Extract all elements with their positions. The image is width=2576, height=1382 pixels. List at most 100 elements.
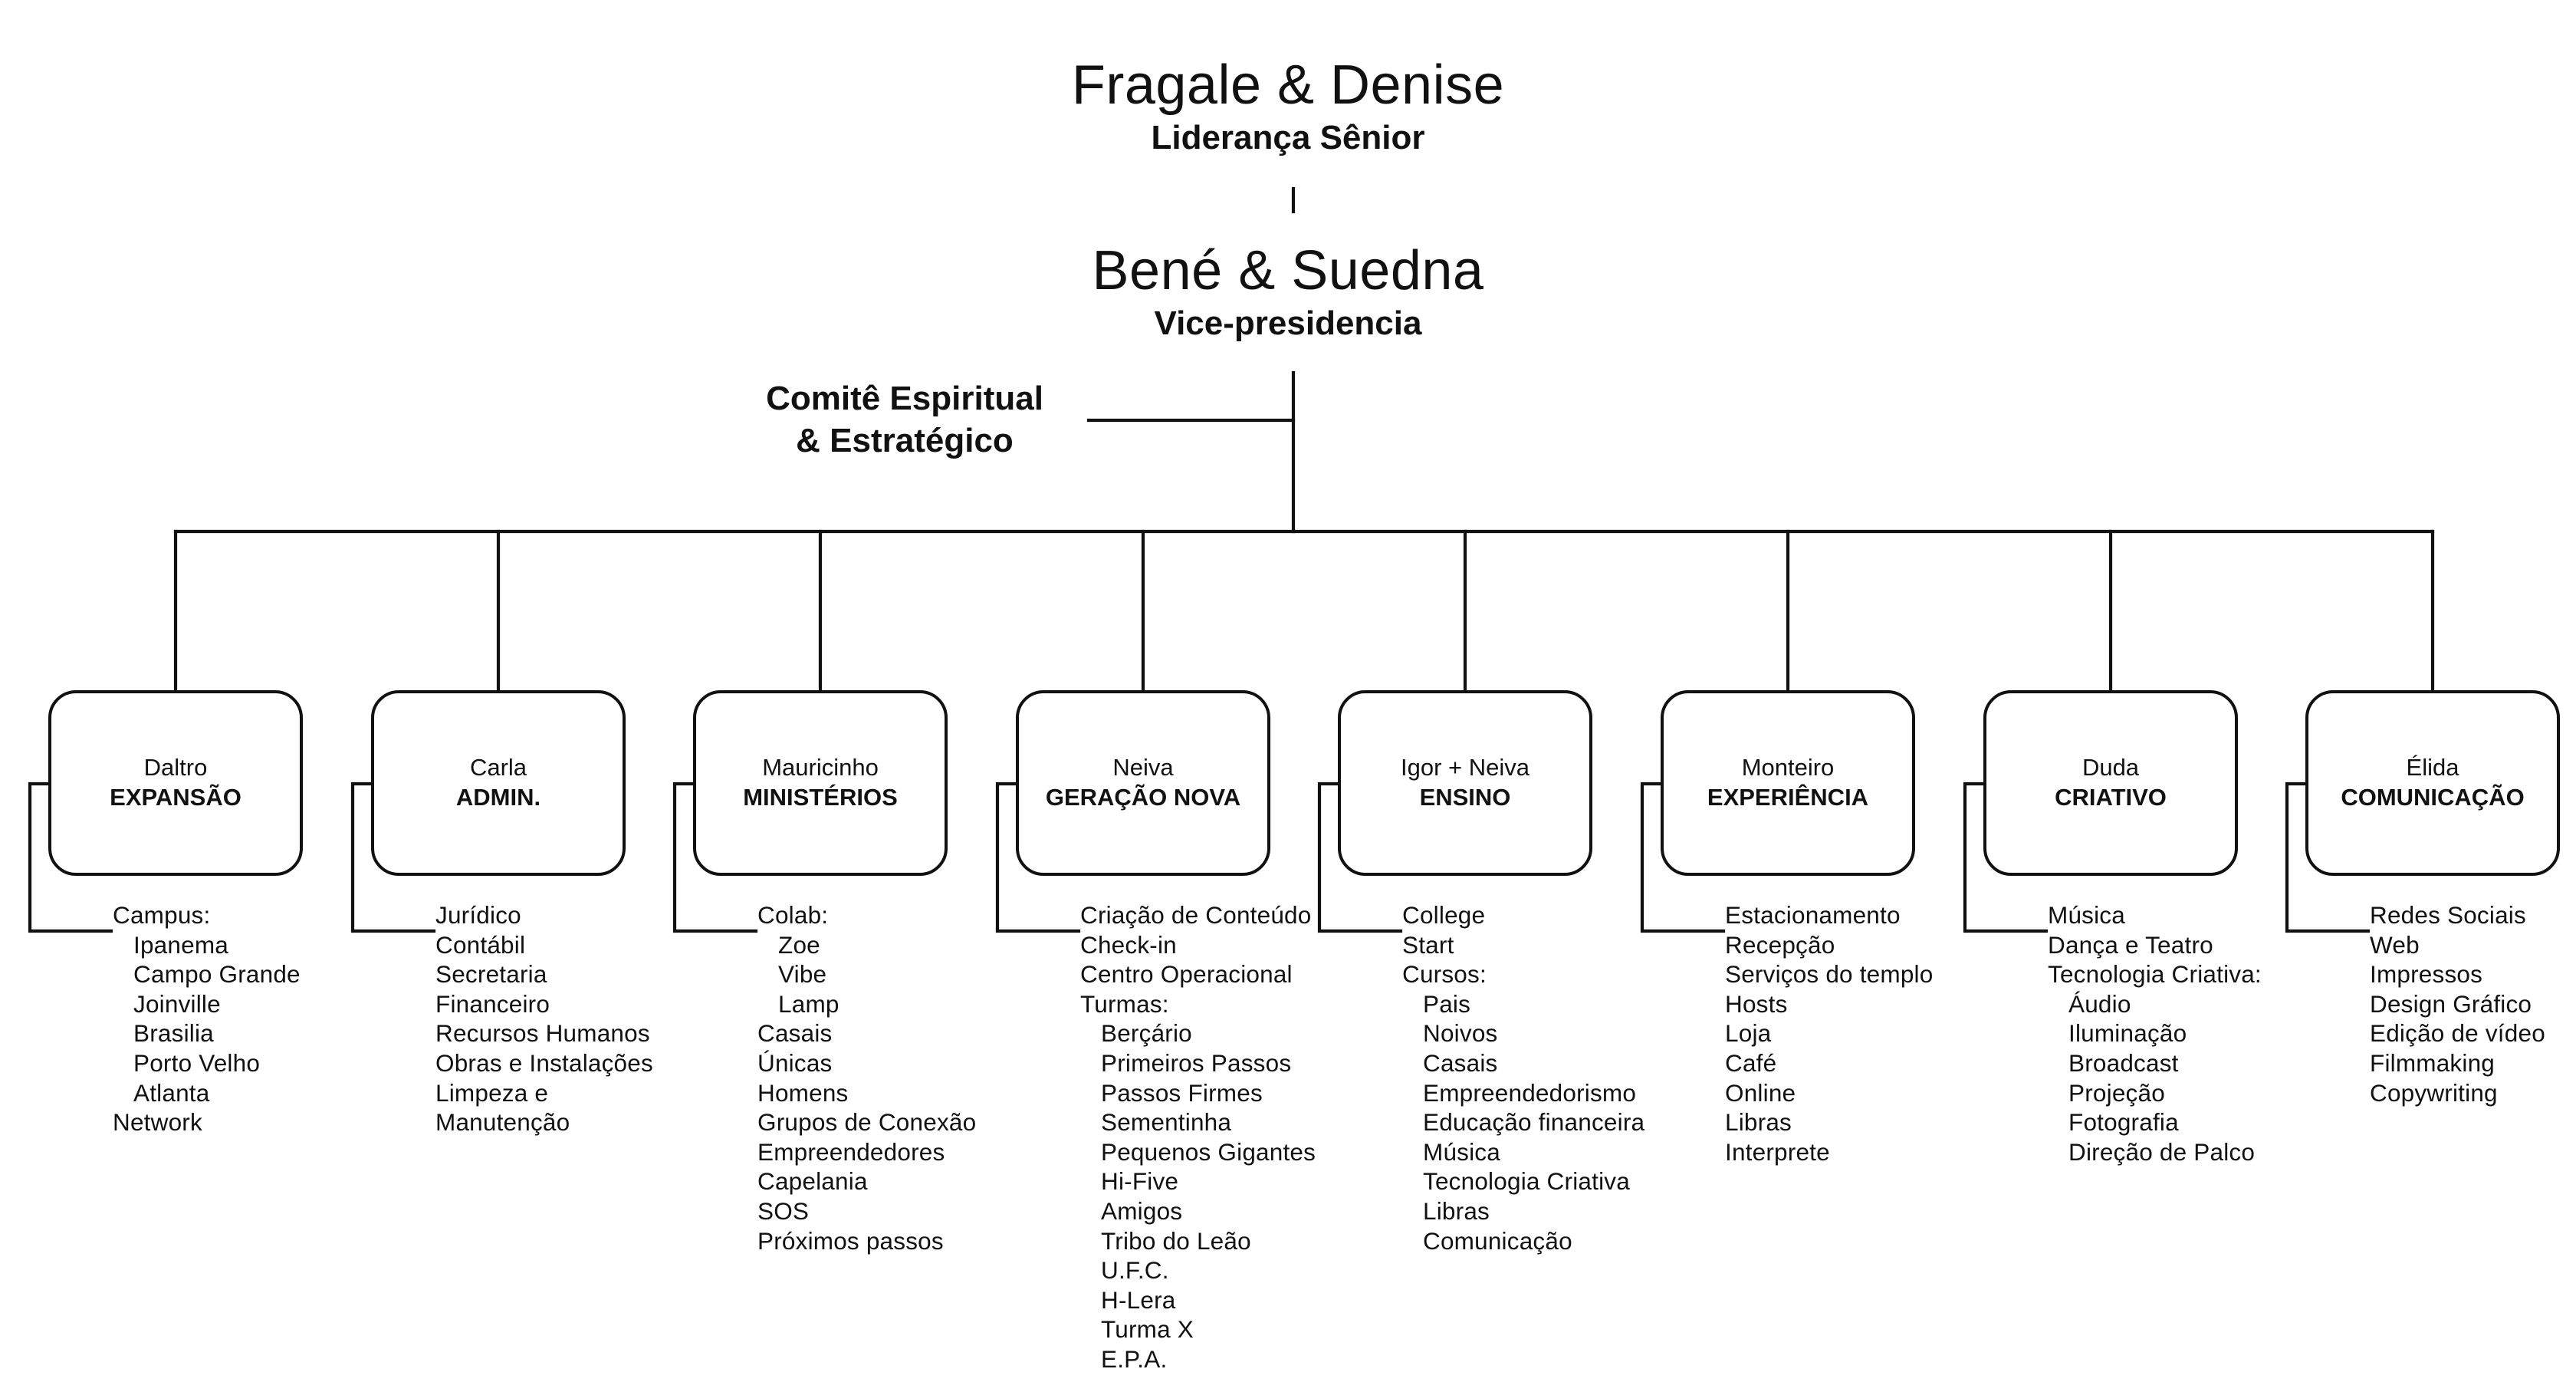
department-subitem: Noivos: [1423, 1019, 1498, 1048]
department-subitem: Tribo do Leão: [1101, 1226, 1251, 1255]
department-subitem: Berçário: [1101, 1019, 1192, 1048]
department-subitem: Brasilia: [133, 1019, 214, 1048]
connector-bracket-0: [28, 781, 113, 933]
department-item: Serviços do templo: [1725, 960, 1934, 989]
department-leader: Mauricinho: [762, 754, 879, 781]
department-subitem: Libras: [1423, 1196, 1490, 1225]
department-item: Copywriting: [2370, 1078, 2498, 1107]
department-item: Únicas: [757, 1048, 833, 1077]
department-item: Casais: [757, 1019, 833, 1048]
department-item: Loja: [1725, 1019, 1772, 1048]
department-item: College: [1402, 901, 1486, 929]
department-item: Jurídico: [435, 901, 521, 929]
department-item: Edição de vídeo: [2370, 1019, 2545, 1048]
department-item: Secretaria: [435, 960, 547, 989]
connector-bracket-7: [2285, 781, 2371, 933]
department-subitem: Tecnologia Criativa: [1423, 1167, 1630, 1196]
department-subitem: Broadcast: [2068, 1048, 2179, 1077]
department-item: Limpeza e: [435, 1078, 549, 1107]
department-subitem: Lamp: [778, 989, 840, 1018]
department-item: Hosts: [1725, 989, 1788, 1018]
department-leader: Élida: [2406, 754, 2459, 781]
senior-leadership-name: Fragale & Denise: [1071, 54, 1505, 116]
connector-bracket-4: [1317, 781, 1403, 933]
department-item: Start: [1402, 930, 1454, 959]
department-subitem: Turma X: [1101, 1315, 1194, 1344]
department-subitem: Fotografia: [2068, 1108, 2179, 1137]
department-item: Café: [1725, 1048, 1777, 1077]
department-subitem: H-Lera: [1101, 1285, 1176, 1314]
department-item: Turmas:: [1080, 989, 1169, 1018]
department-leader: Igor + Neiva: [1400, 754, 1530, 781]
department-subitem: Iluminação: [2068, 1019, 2187, 1048]
department-item: Capelania: [757, 1167, 868, 1196]
department-item: Impressos: [2370, 960, 2483, 989]
department-item: Recepção: [1725, 930, 1835, 959]
department-item: Campus:: [113, 901, 211, 929]
department-name: COMUNICAÇÃO: [2341, 784, 2525, 811]
department-subitem: Pequenos Gigantes: [1101, 1137, 1316, 1166]
senior-leadership-node: Fragale & Denise Liderança Sênior: [905, 54, 1671, 158]
department-name: EXPANSÃO: [110, 784, 242, 811]
department-subitem: Amigos: [1101, 1196, 1183, 1225]
department-subitem: Vibe: [778, 960, 827, 989]
senior-leadership-role: Liderança Sênior: [1151, 119, 1425, 157]
department-item: Interprete: [1725, 1137, 1830, 1166]
department-subitem: Ipanema: [133, 930, 228, 959]
department-name: CRIATIVO: [2055, 784, 2167, 811]
connector-bracket-6: [1963, 781, 2049, 933]
department-name: EXPERIÊNCIA: [1707, 784, 1869, 811]
committee-line-1: Comitê Espiritual: [766, 380, 1043, 417]
department-item: Redes Sociais: [2370, 901, 2526, 929]
department-item: Filmmaking: [2370, 1048, 2496, 1077]
department-subitem: Empreendedorismo: [1423, 1078, 1637, 1107]
committee-label: Comitê Espiritual & Estratégico: [728, 377, 1081, 462]
vice-presidency-role: Vice-presidencia: [1154, 304, 1422, 343]
department-item: Contábil: [435, 930, 526, 959]
department-item: Network: [113, 1108, 202, 1137]
department-subitem: Áudio: [2068, 989, 2131, 1018]
committee-line-2: & Estratégico: [796, 422, 1014, 459]
connector-bracket-2: [672, 781, 758, 933]
vice-presidency-node: Bené & Suedna Vice-presidencia: [905, 240, 1671, 344]
department-item: Estacionamento: [1725, 901, 1901, 929]
department-name: MINISTÉRIOS: [743, 784, 898, 811]
department-subitem: Pais: [1423, 989, 1471, 1018]
department-item: Financeiro: [435, 989, 550, 1018]
department-subitem: Primeiros Passos: [1101, 1048, 1292, 1077]
department-leader: Neiva: [1112, 754, 1174, 781]
connector-bracket-5: [1640, 781, 1726, 933]
department-subitem: Música: [1423, 1137, 1500, 1166]
department-item: Grupos de Conexão: [757, 1108, 977, 1137]
department-subitem: Educação financeira: [1423, 1108, 1645, 1137]
department-subitem: Projeção: [2068, 1078, 2165, 1107]
department-item: Colab:: [757, 901, 829, 929]
department-subitem: Campo Grande: [133, 960, 301, 989]
vice-presidency-name: Bené & Suedna: [1092, 240, 1484, 301]
department-leader: Daltro: [143, 754, 208, 781]
department-subitem: E.P.A.: [1101, 1344, 1168, 1373]
department-name: ADMIN.: [455, 784, 541, 811]
department-leader: Monteiro: [1741, 754, 1835, 781]
department-item: Tecnologia Criativa:: [2048, 960, 2262, 989]
department-subitem: Porto Velho: [133, 1048, 261, 1077]
department-subitem: Hi-Five: [1101, 1167, 1179, 1196]
department-item: Obras e Instalações: [435, 1048, 653, 1077]
department-item: Manutenção: [435, 1108, 570, 1137]
department-item: Dança e Teatro: [2048, 930, 2213, 959]
